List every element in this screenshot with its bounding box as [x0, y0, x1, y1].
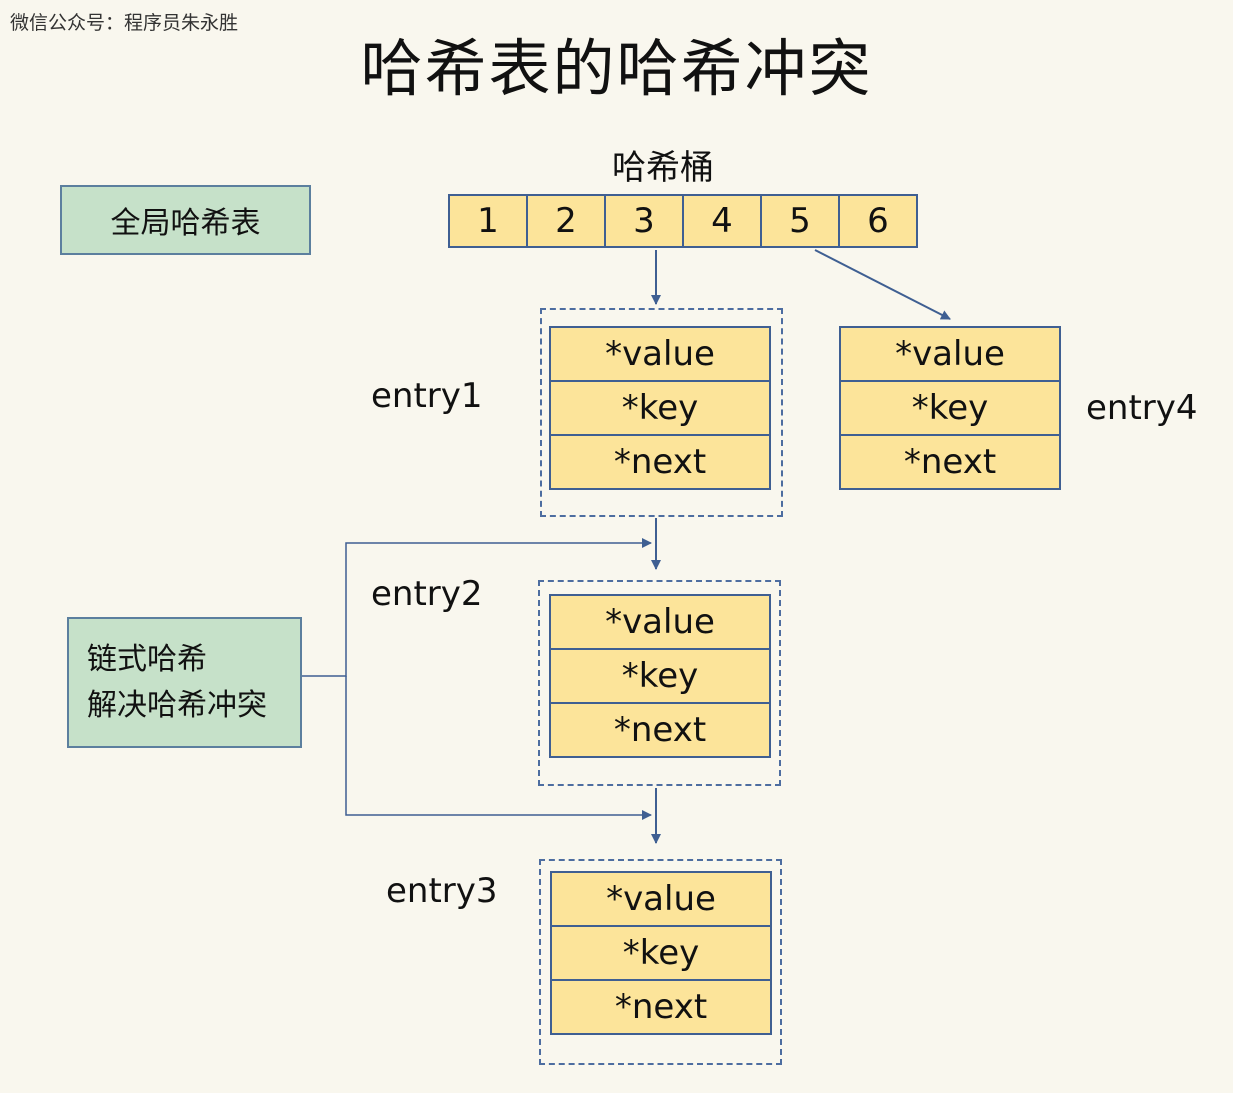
entry3-node: *value *key *next	[550, 871, 772, 1035]
entry3-key-field: *key	[550, 925, 772, 981]
entry1-node: *value *key *next	[549, 326, 771, 490]
entry4-node: *value *key *next	[839, 326, 1061, 490]
entry2-label: entry2	[371, 574, 483, 614]
global-hash-table-label: 全局哈希表	[110, 206, 261, 241]
entry4-label: entry4	[1086, 388, 1198, 428]
chain-hashing-label-line1: 链式哈希	[87, 641, 207, 677]
entry4-value-field: *value	[839, 326, 1061, 382]
entry2-key-field: *key	[549, 648, 771, 704]
entry4-next-field: *next	[839, 434, 1061, 490]
chain-hashing-box: 链式哈希 解决哈希冲突	[67, 617, 302, 748]
bucket-label: 哈希桶	[612, 148, 714, 188]
entry2-node: *value *key *next	[549, 594, 771, 758]
entry3-dashed-frame	[539, 859, 782, 1065]
entry2-dashed-frame	[538, 580, 781, 786]
hash-bucket-array: 1 2 3 4 5 6	[448, 194, 918, 248]
bucket-5: 5	[760, 194, 840, 248]
entry1-dashed-frame	[540, 308, 783, 517]
entry1-next-field: *next	[549, 434, 771, 490]
watermark: 微信公众号：程序员朱永胜	[10, 12, 239, 34]
entry1-label: entry1	[371, 376, 483, 416]
entry3-label: entry3	[386, 871, 498, 911]
entry2-next-field: *next	[549, 702, 771, 758]
entry2-value-field: *value	[549, 594, 771, 650]
diagram-title: 哈希表的哈希冲突	[360, 32, 873, 105]
bucket5-to-entry4-arrow	[814, 249, 951, 320]
entry3-next-field: *next	[550, 979, 772, 1035]
chain-box-to-entry2-pointer	[302, 538, 652, 677]
global-hash-table-box: 全局哈希表	[60, 185, 311, 255]
chain-box-to-entry3-pointer	[345, 676, 652, 820]
bucket-1: 1	[448, 194, 528, 248]
entry4-key-field: *key	[839, 380, 1061, 436]
chain-hashing-label-line2: 解决哈希冲突	[87, 687, 267, 723]
bucket-6: 6	[838, 194, 918, 248]
entry1-key-field: *key	[549, 380, 771, 436]
